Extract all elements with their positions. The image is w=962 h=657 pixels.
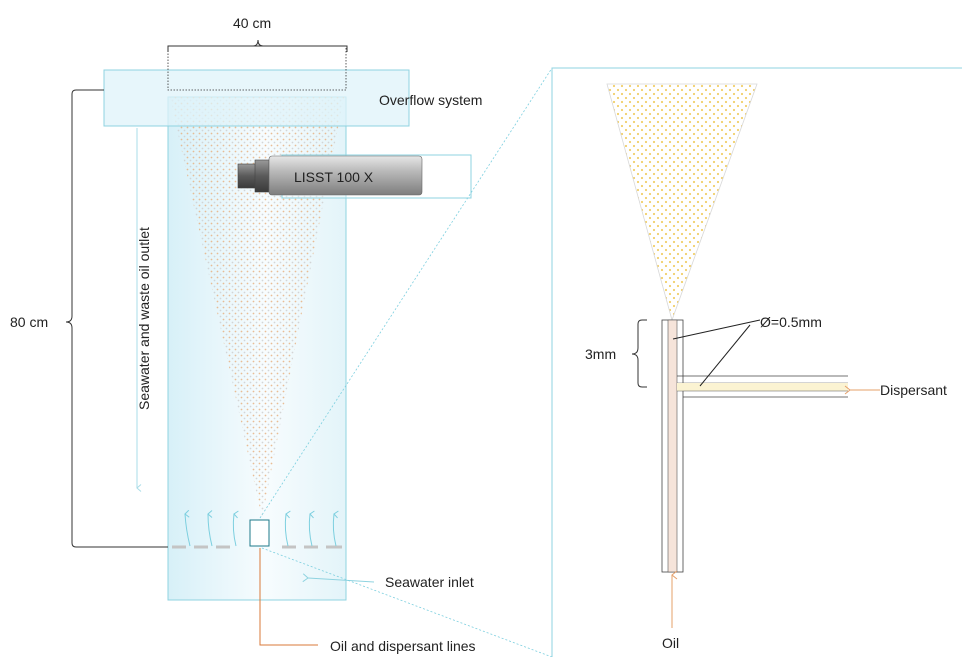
dispersant-tube-bore xyxy=(677,383,848,391)
oil-dispersant-lines-label: Oil and dispersant lines xyxy=(330,638,476,654)
lisst-label: LISST 100 X xyxy=(294,169,374,185)
outlet-label: Seawater and waste oil outlet xyxy=(136,227,152,410)
overflow-system-label: Overflow system xyxy=(379,92,482,108)
arrow-up-icon xyxy=(184,509,339,547)
height-bracket xyxy=(65,89,168,548)
nozzle-box xyxy=(249,519,270,547)
seawater-inlet-arrow xyxy=(302,573,375,583)
tee-junction-mask xyxy=(677,383,683,391)
droplet-plume xyxy=(170,97,344,518)
zoom-guide-lines xyxy=(259,67,553,657)
oil-label: Oil xyxy=(662,635,679,651)
seawater-inlet-label: Seawater inlet xyxy=(385,574,474,590)
overflow-system-box xyxy=(103,69,410,127)
lines-callout xyxy=(259,548,318,646)
nozzle-detail-panel xyxy=(551,67,962,657)
detail-frame xyxy=(551,67,962,657)
height-label: 80 cm xyxy=(10,314,48,330)
length-label: 3mm xyxy=(585,346,616,362)
nozzle-spray-cone xyxy=(606,83,758,322)
length-bracket xyxy=(631,319,647,388)
cylinder-instrument-icon xyxy=(237,154,472,199)
width-bracket xyxy=(167,39,348,52)
diameter-leader-1 xyxy=(672,319,761,340)
diameter-leader-2 xyxy=(699,324,751,387)
oil-tube-bore xyxy=(667,319,678,573)
dispersant-label: Dispersant xyxy=(880,382,947,398)
width-label: 40 cm xyxy=(233,15,271,31)
diameter-label: Ø=0.5mm xyxy=(760,314,822,330)
